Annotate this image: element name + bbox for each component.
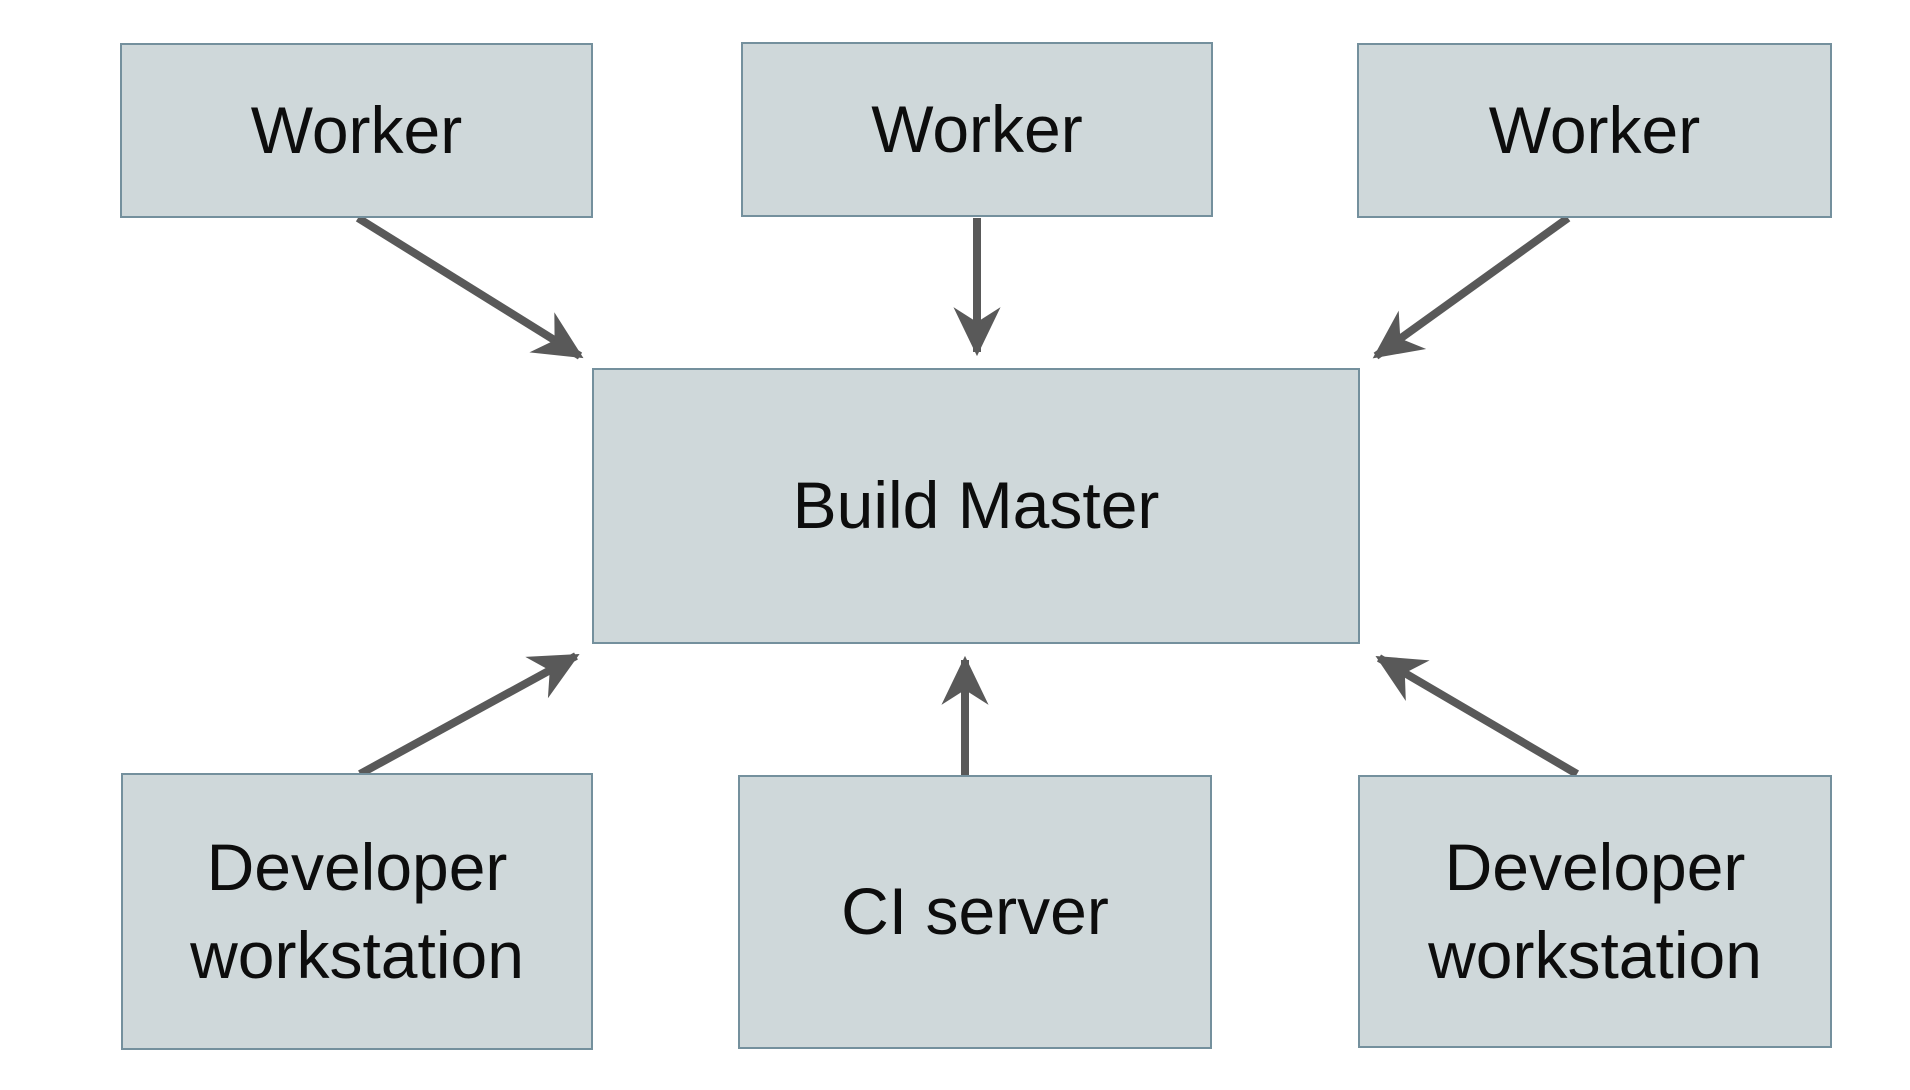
- node-worker-3: Worker: [1357, 43, 1832, 218]
- node-worker-3-label: Worker: [1488, 92, 1701, 167]
- node-developer-workstation-right-label: Developer workstation: [1428, 830, 1762, 992]
- node-build-master-label: Build Master: [792, 468, 1160, 543]
- node-developer-workstation-left-label: Developer workstation: [190, 830, 524, 992]
- node-developer-workstation-left: Developer workstation: [121, 773, 593, 1050]
- arrow-devright-to-buildmaster: [1375, 654, 1580, 778]
- arrow-worker1-to-buildmaster: [355, 214, 584, 360]
- node-worker-1-label: Worker: [250, 92, 463, 167]
- node-developer-workstation-right: Developer workstation: [1358, 775, 1832, 1048]
- node-worker-2-label: Worker: [871, 91, 1083, 166]
- node-ci-server-label: CI server: [841, 874, 1109, 949]
- arrow-devleft-to-buildmaster: [358, 652, 580, 778]
- node-build-master: Build Master: [592, 368, 1360, 644]
- node-worker-1: Worker: [120, 43, 593, 218]
- arrow-worker3-to-buildmaster: [1372, 214, 1571, 360]
- node-ci-server: CI server: [738, 775, 1212, 1049]
- node-worker-2: Worker: [741, 42, 1213, 217]
